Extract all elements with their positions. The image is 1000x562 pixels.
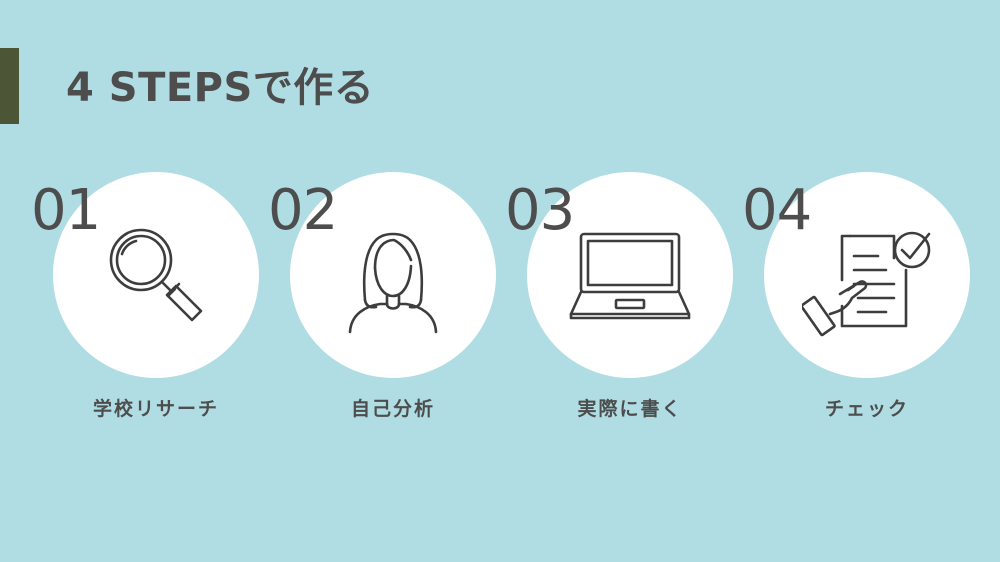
step-circle: [764, 172, 970, 378]
step-number: 03: [505, 178, 575, 243]
step-4: 04 チェック: [742, 172, 970, 432]
step-number: 04: [742, 178, 812, 243]
step-number: 01: [31, 178, 101, 243]
page-title: 4 STEPSで作る: [66, 65, 375, 111]
step-circle: [527, 172, 733, 378]
step-3: 03 実際に書く: [505, 172, 733, 432]
title-accent-bar: [0, 48, 19, 124]
person-icon: [328, 210, 458, 340]
step-label: 実際に書く: [577, 398, 683, 420]
laptop-icon: [565, 210, 695, 340]
checklist-icon: [802, 210, 932, 340]
step-1: 01 学校リサーチ: [31, 172, 259, 432]
step-2: 02 自己分析: [268, 172, 496, 432]
step-label: 学校リサーチ: [92, 398, 219, 420]
magnifier-icon: [91, 210, 221, 340]
step-circle: [53, 172, 259, 378]
step-circle: [290, 172, 496, 378]
step-number: 02: [268, 178, 338, 243]
step-label: チェック: [824, 398, 909, 420]
step-label: 自己分析: [350, 398, 435, 420]
